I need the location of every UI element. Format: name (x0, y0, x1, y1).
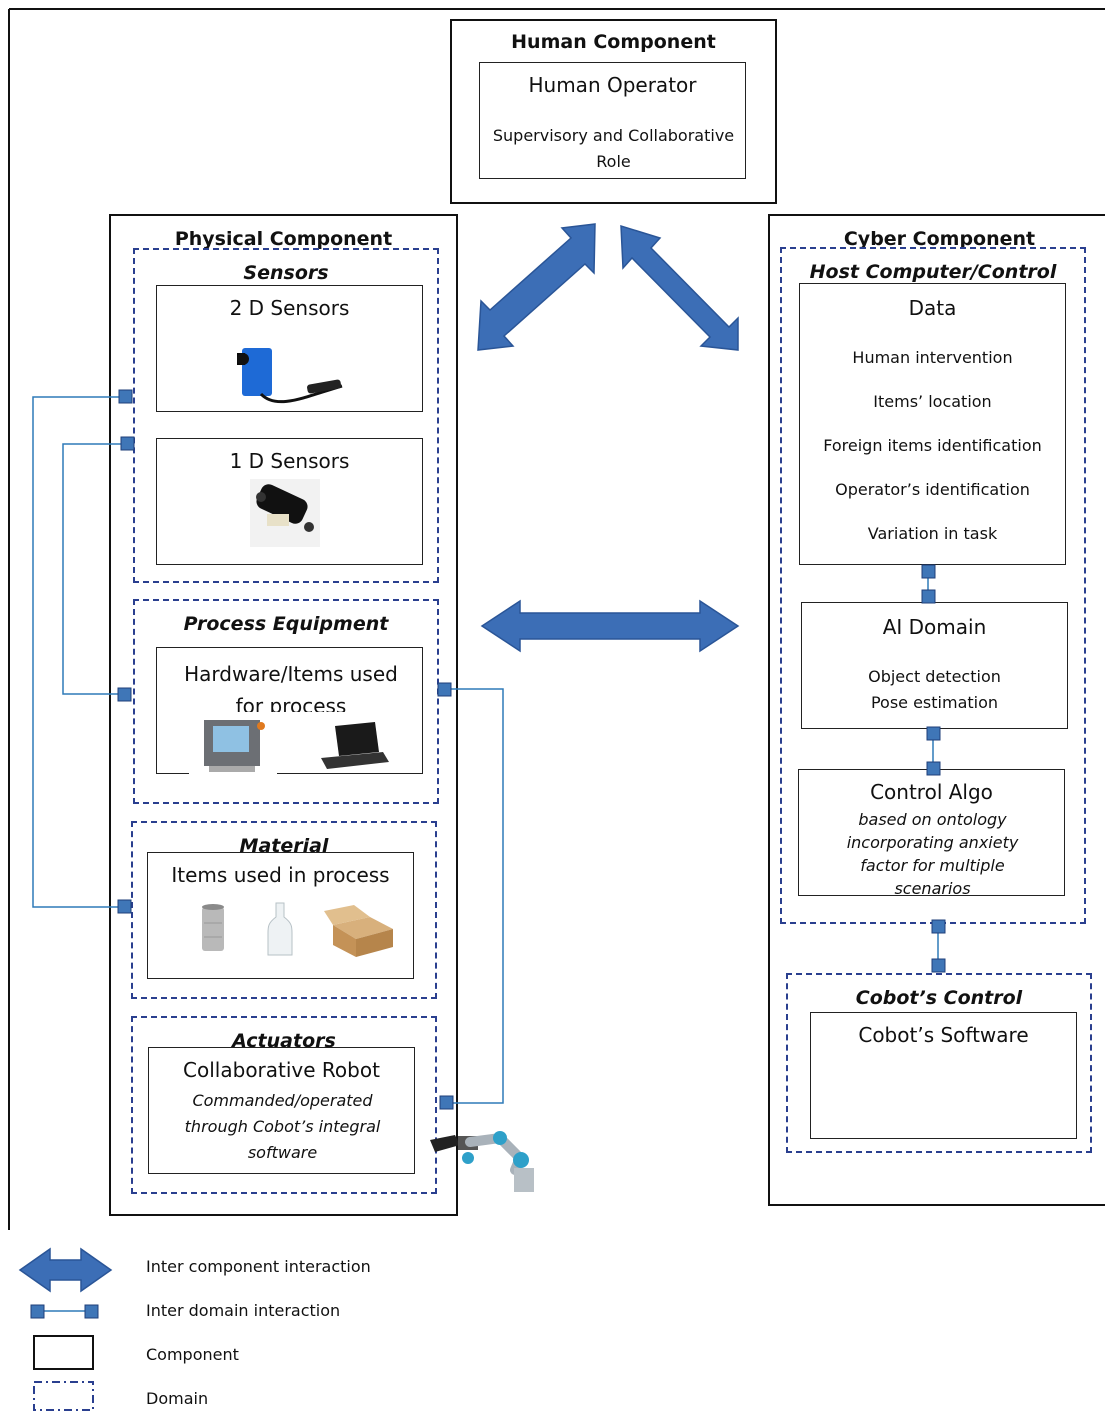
ai-item: Object detection (868, 667, 1001, 686)
actuators-title: Actuators (232, 1030, 336, 1052)
data-item: Variation in task (867, 524, 998, 543)
process-equipment-domain: Process Equipment (133, 599, 439, 804)
sensors-domain: Sensors (133, 248, 439, 583)
cardboard-box-icon (324, 905, 393, 957)
camera-sensor-icon (237, 348, 343, 404)
data-item: Human intervention (852, 348, 1013, 367)
host-computer-title: Host Computer/Control (809, 261, 1057, 283)
actuators-domain: Actuators (131, 1016, 437, 1194)
link-node (926, 761, 941, 776)
arrow-human-cyber (620, 224, 739, 351)
ai-item: Pose estimation (870, 693, 999, 712)
ai-domain-box: AI Domain Object detection Pose estimati… (801, 602, 1068, 729)
collaborative-robot-title: Collaborative Robot (183, 1058, 380, 1082)
material-title: Material (239, 835, 329, 857)
link-node (117, 899, 132, 914)
human-operator-title: Human Operator (528, 73, 697, 97)
legend-inter-component-label: Inter component interaction (146, 1257, 371, 1276)
cobot-control-domain: Cobot’s Control (786, 973, 1092, 1153)
cobot-software-box: Cobot’s Software (810, 1012, 1077, 1139)
sensor-2d-title: 2 D Sensors (229, 296, 350, 320)
ai-domain-title: AI Domain (882, 615, 987, 639)
arrow-human-physical (477, 223, 596, 351)
computer-terminal-icon (189, 714, 277, 775)
link-node (931, 919, 946, 934)
sensor-1d-title: 1 D Sensors (229, 449, 350, 473)
legend-domain-icon (33, 1381, 94, 1411)
glass-bottle-icon (267, 902, 293, 956)
link-node (118, 389, 133, 404)
sensor-2d-box: 2 D Sensors (156, 285, 423, 412)
link-node (921, 564, 936, 579)
control-algo-description: based on ontology incorporating anxiety … (846, 810, 1019, 898)
arrow-physical-cyber (480, 599, 740, 653)
physical-component-title: Physical Component (174, 228, 393, 250)
data-item: Operator’s identification (835, 480, 1030, 499)
process-equipment-title: Process Equipment (183, 613, 389, 635)
legend-component-label: Component (146, 1345, 239, 1364)
inter-domain-links (32, 396, 939, 1104)
link-node (117, 687, 132, 702)
legend-arrow-icon (18, 1247, 113, 1293)
legend-component-icon (33, 1335, 94, 1370)
link-node (120, 436, 135, 451)
collaborative-robot-description: Commanded/operated through Cobot’s integ… (184, 1091, 381, 1162)
laptop-icon (321, 722, 389, 769)
data-title: Data (908, 296, 957, 320)
link-node (921, 589, 936, 604)
cyber-component-title: Cyber Component (843, 228, 1036, 250)
data-item: Foreign items identification (823, 436, 1042, 455)
process-hardware-box: Hardware/Items used for process (156, 647, 423, 775)
cobot-software-title: Cobot’s Software (858, 1023, 1029, 1047)
control-algo-title: Control Algo (870, 780, 993, 804)
data-item: Items’ location (873, 392, 992, 411)
tin-can-icon (202, 904, 224, 951)
link-node (437, 682, 452, 697)
legend-domain-label: Domain (146, 1389, 209, 1408)
link-node (926, 726, 941, 741)
material-items-box: Items used in process (147, 852, 414, 979)
material-items-title: Items used in process (171, 863, 390, 887)
legend-link-icon (30, 1304, 99, 1319)
human-operator-box: Human Operator Supervisory and Collabora… (479, 62, 746, 179)
cobot-control-title: Cobot’s Control (855, 987, 1023, 1009)
link-node (439, 1095, 454, 1110)
process-hardware-title: Hardware/Items used for process (184, 662, 398, 712)
legend-inter-domain-label: Inter domain interaction (146, 1301, 341, 1320)
sensor-1d-box: 1 D Sensors (156, 438, 423, 565)
material-domain: Material (131, 821, 437, 999)
human-component: Human Component Human Operator Superviso… (450, 19, 777, 204)
control-algo-box: Control Algo based on ontology incorpora… (798, 769, 1065, 898)
ir-distance-sensor-icon (250, 479, 320, 547)
link-node (931, 958, 946, 973)
human-operator-role: Supervisory and Collaborative Role (492, 126, 735, 171)
human-component-title: Human Component (511, 31, 716, 53)
sensors-domain-title: Sensors (243, 262, 329, 284)
collaborative-robot-box: Collaborative Robot Commanded/operated t… (148, 1047, 415, 1174)
